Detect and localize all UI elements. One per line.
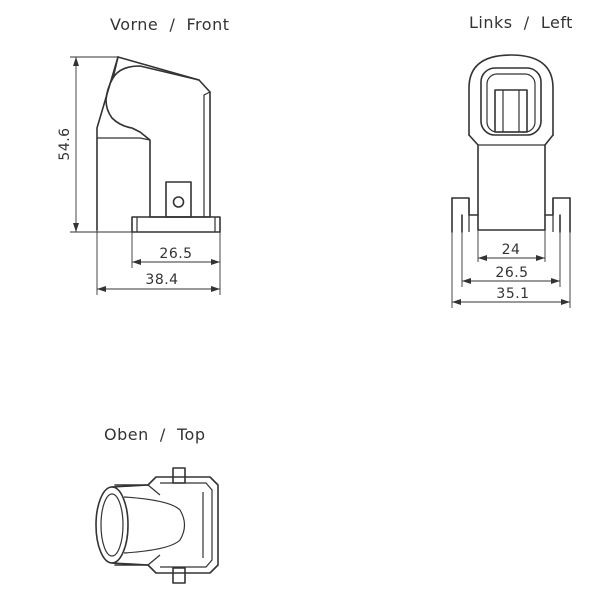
top-view: Oben / Top <box>95 425 219 584</box>
left-inner-dimension: 24 <box>477 230 546 262</box>
front-height-dimension: 54.6 <box>57 56 132 233</box>
front-view-title: Vorne / Front <box>110 15 229 34</box>
front-total-width-label: 38.4 <box>145 272 178 288</box>
front-height-label: 54.6 <box>57 127 73 160</box>
left-view: Links / Left 2 <box>451 13 573 308</box>
left-total-dimension: 35.1 <box>451 232 571 308</box>
front-total-dimension: 38.4 <box>96 230 221 295</box>
left-inner-width-label: 24 <box>502 242 521 258</box>
left-base-dimension: 26.5 <box>461 232 561 287</box>
left-total-width-label: 35.1 <box>496 286 529 302</box>
left-view-outline <box>451 54 571 233</box>
top-view-outline <box>95 467 219 584</box>
front-base-dimension: 26.5 <box>131 232 221 268</box>
top-view-title: Oben / Top <box>104 425 205 444</box>
front-view-outline <box>96 56 221 233</box>
left-view-title: Links / Left <box>469 13 573 32</box>
left-base-width-label: 26.5 <box>495 265 528 281</box>
front-base-width-label: 26.5 <box>159 246 192 262</box>
front-view: Vorne / Front 54.6 <box>57 15 229 295</box>
